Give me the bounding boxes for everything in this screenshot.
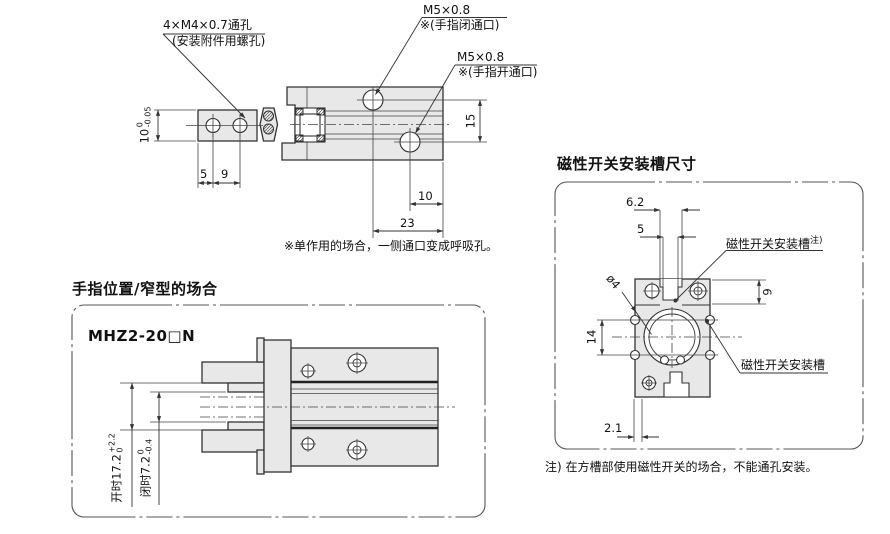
callout-switch-slot-top: 磁性开关安装槽注) [726,236,823,252]
switch-slot-note: 注) 在方槽部使用磁性开关的场合，不能通孔安装。 [545,460,818,474]
dim-6-2: 6.2 [626,195,645,209]
dim-15: 15 [463,113,478,129]
single-acting-note: ※单作用的场合，一侧通口变成呼吸孔。 [284,239,499,253]
note-ref: 注) [810,236,823,246]
dim-prefix: 闭时 [138,474,153,498]
tolerance-stack: 0-0.4 [136,438,154,455]
callout-m5-close-port-sub: ※(手指闭通口) [420,18,500,32]
finger-lower [201,429,265,453]
dimension-lines [154,99,483,234]
section-title-switch-slot: 磁性开关安装槽尺寸 [557,155,697,173]
callout-m4-thru-hole: 4×M4×0.7通孔 [163,18,252,32]
dim-9: 9 [221,167,229,181]
callout-m4-thru-hole-sub: (安装附件用螺孔) [172,34,266,48]
jaw-screw [263,110,274,122]
callout-text: 磁性开关安装槽 [726,237,811,251]
leader-lines [621,250,828,374]
callout-m5-open-port-sub: ※(手指开通口) [458,65,538,79]
callout-m5-close-port: M5×0.8 [423,3,471,17]
dim-5-slot: 5 [637,222,645,236]
dim-14: 14 [584,329,599,345]
dimension-lines [599,207,766,442]
dim-main: 10 [137,128,152,144]
finger-upper [201,361,265,384]
dimension-lines [120,382,226,507]
top-view-drawing [154,17,537,238]
dim-prefix: 开时 [109,479,124,503]
flange [263,339,292,473]
callout-m5-open-port: M5×0.8 [457,50,505,64]
view-frame [554,181,864,450]
dim-10: 10 [418,189,433,203]
switch-slot-view-drawing [554,181,864,450]
model-number: MHZ2-20□N [88,327,196,345]
callout-switch-slot-side: 磁性开关安装槽 [741,358,826,372]
switch-slot-bottom [663,371,690,398]
leader-lines [162,17,537,134]
switch-slot-square [659,279,683,301]
dim-2-1: 2.1 [604,421,623,435]
dim-9-depth: 9 [760,288,775,296]
dim-23: 23 [400,216,415,230]
tolerance-stack: 0-0.05 [135,106,153,128]
dim-main: 17.2 [109,454,124,480]
dim-5: 5 [200,167,208,181]
dim-main: 7.2 [138,455,153,475]
jaw-screw [263,123,274,135]
view-frame [71,304,486,518]
narrow-type-view-drawing [71,304,486,518]
section-title-narrow: 手指位置/窄型的场合 [72,280,218,298]
